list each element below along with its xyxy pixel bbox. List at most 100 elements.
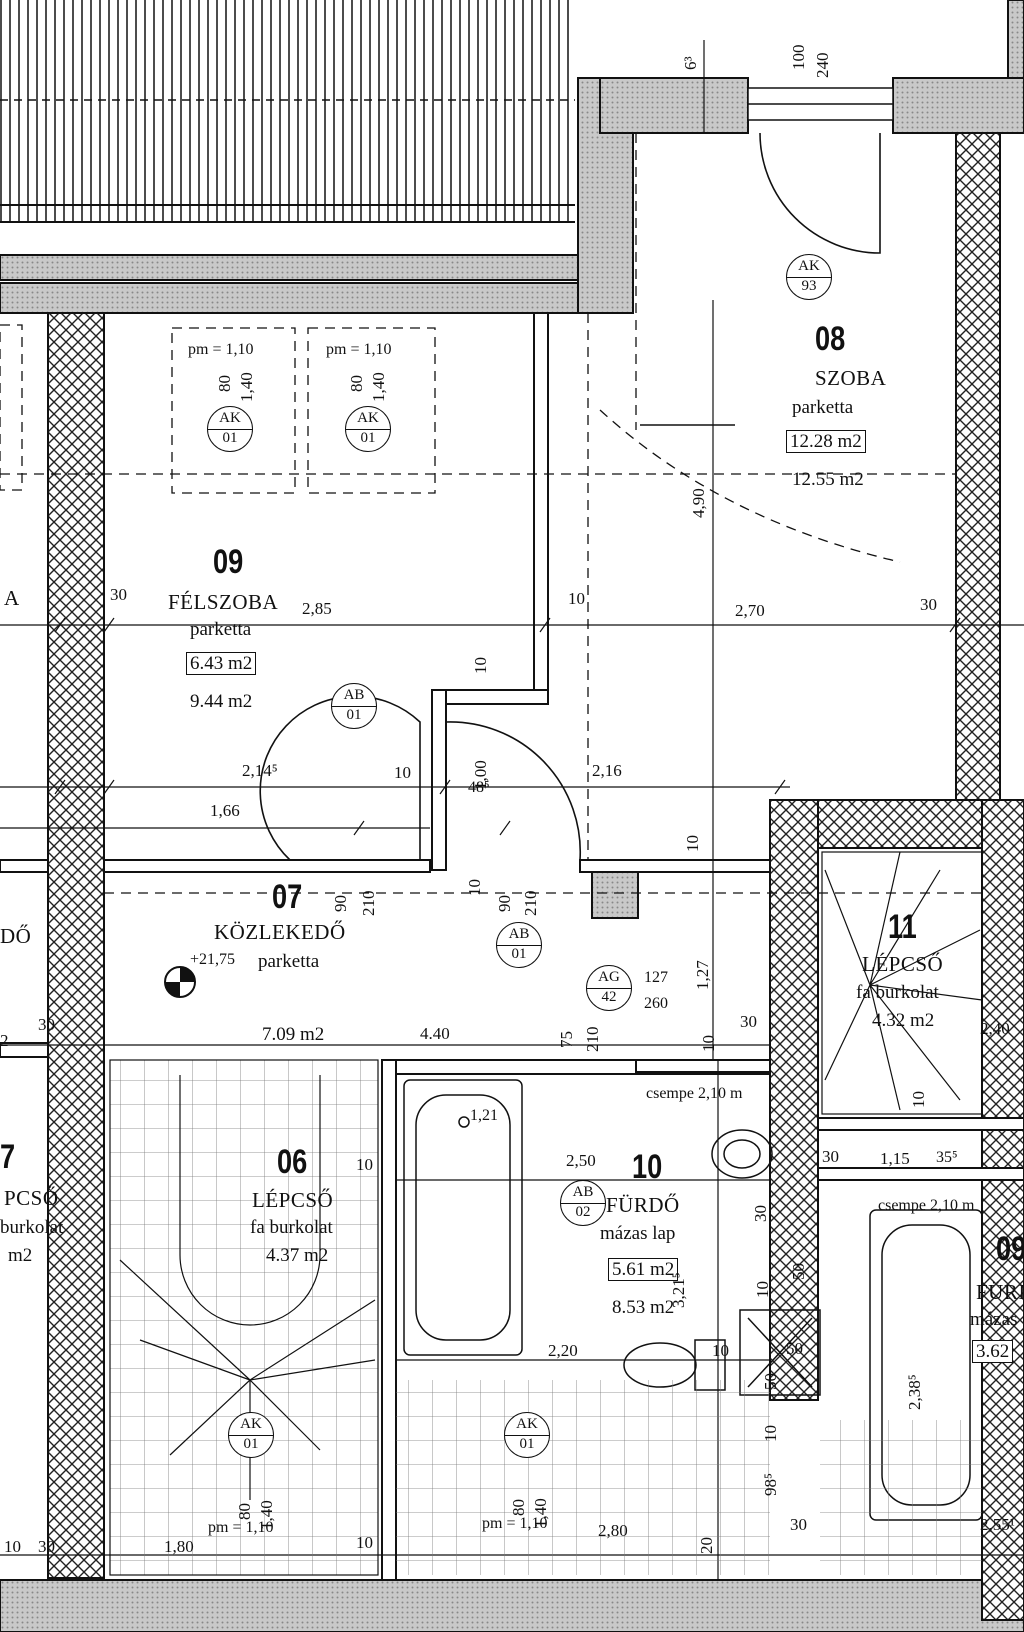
dimension-label: 10 <box>761 1425 780 1442</box>
north-window <box>747 87 894 121</box>
dimension-label: 10 <box>568 589 585 608</box>
dimension-label: 1,21 <box>470 1107 498 1124</box>
dimension-label: 10 <box>712 1341 729 1360</box>
room-area-07: 7.09 m2 <box>262 1024 325 1045</box>
room-floor-06: fa burkolat <box>250 1217 333 1238</box>
dimension-label: 10 <box>909 1091 928 1108</box>
staircase-11 <box>821 851 983 1115</box>
room-area-gross-08: 12.55 m2 <box>792 469 864 490</box>
room-area-gross-09: 9.44 m2 <box>190 691 253 712</box>
dimension-label: 90 <box>331 895 350 912</box>
partial-right-tiling: csempe 2,10 m <box>878 1197 975 1214</box>
room-floor-11: fa burkolat <box>856 982 939 1003</box>
elevation-marker <box>164 966 196 998</box>
partial-right-area: 3.62 <box>972 1340 1014 1363</box>
room-name-10: FÜRDŐ <box>606 1193 680 1217</box>
dimension-label: 1,27 <box>693 960 712 990</box>
dimension-label: 30 <box>110 585 127 604</box>
dimension-label: 10 <box>394 763 411 782</box>
dimension-label: 260 <box>644 995 668 1012</box>
dimension-label: 50 <box>786 1339 803 1358</box>
window-height: 1,40 <box>257 1500 276 1530</box>
dimension-label: 2,55¹ <box>980 1515 1015 1534</box>
dimension-label: 10 <box>356 1533 373 1552</box>
dimension-label: 30 <box>920 595 937 614</box>
dimension-label: 1,80 <box>164 1537 194 1556</box>
dimension-label: 35⁵ <box>936 1149 958 1166</box>
window-height: 80 <box>235 1503 254 1520</box>
room-area-net-10: 5.61 m2 <box>608 1258 679 1281</box>
dimension-label: 100 <box>789 44 808 71</box>
room-name-09: FÉLSZOBA <box>168 590 279 614</box>
dimension-label: 2,14⁵ <box>242 761 278 780</box>
dimension-label: 10 <box>471 657 490 674</box>
dimension-label: 50 <box>761 1373 780 1390</box>
bathtub <box>403 1079 523 1356</box>
room-area-06: 4.37 m2 <box>266 1245 329 1266</box>
dimension-label: 127 <box>644 969 668 986</box>
door-swings <box>259 132 881 861</box>
dimension-label: 2 <box>0 1031 9 1050</box>
partial-left-name: PCSŐ <box>4 1186 59 1210</box>
window-height: 80 <box>347 375 366 392</box>
dimension-label: 2,38⁵ <box>905 1374 924 1410</box>
dimension-label: 210 <box>359 890 378 917</box>
room-number-08: 08 <box>815 320 846 358</box>
dimension-label: 240 <box>813 52 832 79</box>
overhead-lines <box>0 133 982 894</box>
dimension-label: 10 <box>753 1281 772 1298</box>
dimension-label: 30 <box>740 1012 757 1031</box>
washbasin <box>711 1129 773 1179</box>
staircase-06 <box>109 1059 379 1576</box>
window-height: 80 <box>509 1499 528 1516</box>
room-area-net-09: 6.43 m2 <box>186 652 257 675</box>
dimension-label: 210 <box>521 890 540 917</box>
balcony-railing <box>0 0 575 223</box>
dimension-label: 30 <box>790 1515 807 1534</box>
shaft <box>739 1309 821 1396</box>
dimension-label: 10 <box>465 879 484 896</box>
window-sill-note: pm = 1,10 <box>188 341 254 358</box>
dimension-label: 75 <box>557 1031 576 1048</box>
dimension-label: 90 <box>495 895 514 912</box>
room-floor-07: parketta <box>258 951 320 972</box>
structural-walls <box>47 132 1024 1621</box>
partial-left-a: A <box>4 586 20 610</box>
partial-right-number: 09 <box>996 1230 1024 1268</box>
room-number-10: 10 <box>632 1148 663 1186</box>
dimension-label: 10 <box>699 1035 718 1052</box>
level-mark-07: +21,75 <box>190 951 236 968</box>
dimension-label: 30 <box>822 1147 839 1166</box>
dimension-label: 20 <box>697 1537 716 1554</box>
window-sill-note: pm = 1,10 <box>208 1519 274 1536</box>
room-area-11: 4.32 m2 <box>872 1010 935 1031</box>
dimension-label: 2,50 <box>566 1151 596 1170</box>
partition-walls <box>0 312 1024 1581</box>
dimension-label: 1,15 <box>880 1149 910 1168</box>
room-number-11: 11 <box>888 908 917 946</box>
dimension-label: 3,21⁵ <box>669 1272 688 1308</box>
dimension-label: 6³ <box>681 56 700 70</box>
dimension-label: 2,16 <box>592 761 622 780</box>
dimension-label: 2,85 <box>302 599 332 618</box>
room-floor-08: parketta <box>792 397 854 418</box>
column <box>591 871 639 919</box>
dimension-label: 2,40 <box>980 1019 1010 1038</box>
room-name-08: SZOBA <box>815 366 887 390</box>
room-number-06: 06 <box>277 1143 308 1181</box>
window-sill-note: pm = 1,10 <box>482 1515 548 1532</box>
window-sill-note: pm = 1,10 <box>326 341 392 358</box>
dimension-label: 10 <box>4 1537 21 1556</box>
dimension-label: 4.40 <box>420 1024 450 1043</box>
room-floor-10: mázas lap <box>600 1223 676 1244</box>
